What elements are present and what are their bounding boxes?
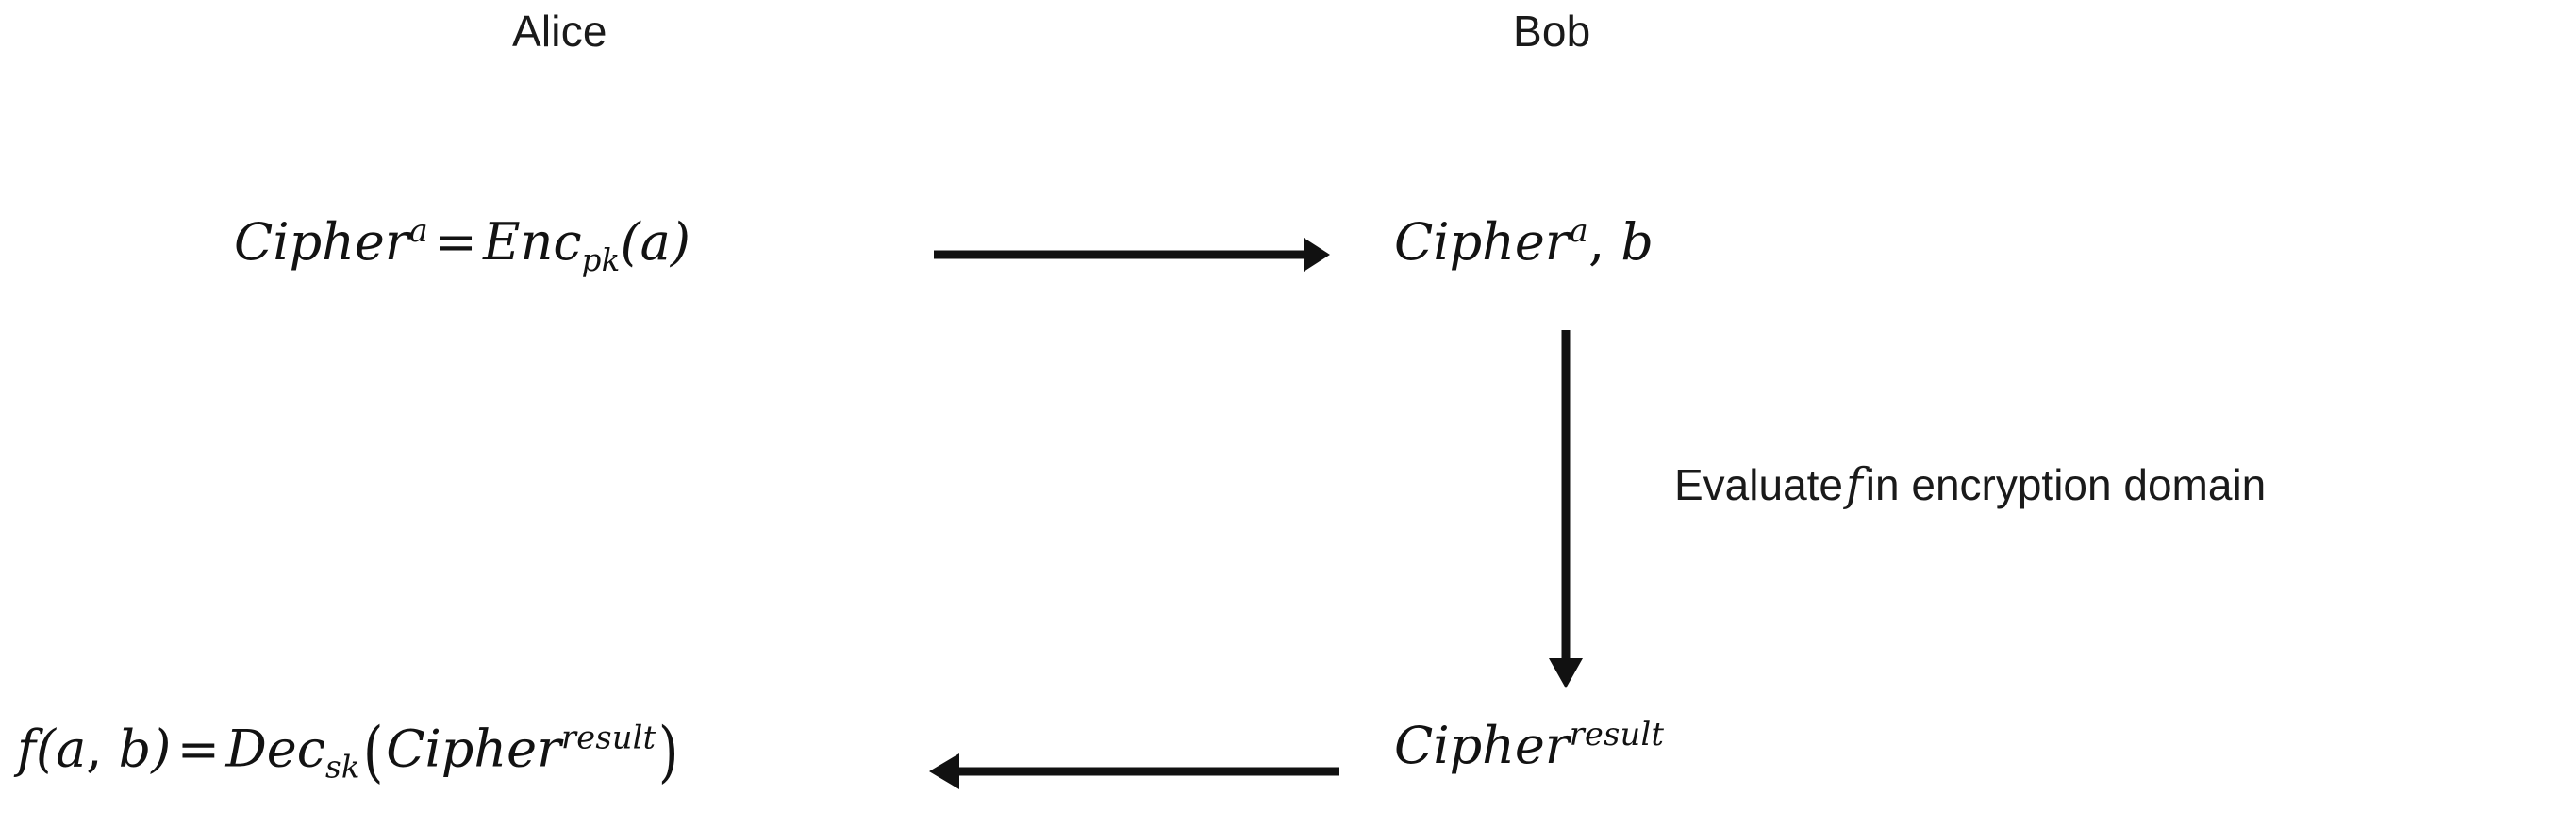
close-paren: ) bbox=[670, 212, 690, 272]
dec-subscript-sk: sk bbox=[324, 749, 360, 786]
cipher-base: Cipher bbox=[386, 719, 561, 779]
cipher-base: Cipher bbox=[1394, 212, 1570, 272]
expression-alice-decrypt: f(a, b)=Decsk(Cipherresult) bbox=[17, 719, 682, 785]
equals-operator: = bbox=[176, 719, 220, 779]
cipher-superscript-a: a bbox=[408, 212, 428, 249]
cipher-superscript-result: result bbox=[1569, 716, 1665, 753]
expression-bob-received: Ciphera, b bbox=[1394, 215, 1654, 268]
open-paren-1: ( bbox=[36, 719, 57, 779]
annotation-function-variable: f bbox=[1846, 458, 1863, 511]
close-paren-1: ) bbox=[151, 719, 172, 779]
equals-operator: = bbox=[434, 212, 477, 272]
annotation-prefix: Evaluate bbox=[1674, 460, 1844, 509]
alice-to-bob-arrow-icon bbox=[934, 238, 1330, 272]
enc-subscript-pk: pk bbox=[581, 241, 621, 278]
enc-base: Enc bbox=[483, 212, 582, 272]
annotation-suffix: in encryption domain bbox=[1865, 460, 2267, 509]
party-label-alice: Alice bbox=[512, 7, 607, 56]
cipher-base: Cipher bbox=[1394, 716, 1570, 775]
bob-to-alice-arrow-icon bbox=[929, 753, 1339, 789]
close-paren-2: ) bbox=[658, 713, 679, 790]
operand-b: b bbox=[1620, 212, 1654, 272]
party-label-bob: Bob bbox=[1513, 7, 1591, 56]
comma-separator: , bbox=[1587, 212, 1605, 272]
cipher-superscript-a: a bbox=[1569, 212, 1588, 249]
annotation-evaluate-function: Evaluatefin encryption domain bbox=[1674, 458, 2267, 511]
expression-alice-encrypt: Ciphera=Encpk(a) bbox=[234, 215, 690, 275]
open-paren: ( bbox=[620, 212, 640, 272]
cipher-base: Cipher bbox=[234, 212, 409, 272]
argument-b: b bbox=[118, 719, 152, 779]
expression-bob-result: Cipherresult bbox=[1394, 719, 1664, 771]
open-paren-2: ( bbox=[362, 713, 384, 790]
bob-evaluate-arrow-icon bbox=[1549, 330, 1583, 688]
enc-argument-a: a bbox=[640, 212, 671, 272]
cipher-superscript-result: result bbox=[560, 719, 656, 756]
function-f: f bbox=[17, 719, 36, 779]
argument-a: a bbox=[56, 719, 87, 779]
comma-separator: , bbox=[86, 719, 103, 779]
dec-base: Dec bbox=[225, 719, 325, 779]
